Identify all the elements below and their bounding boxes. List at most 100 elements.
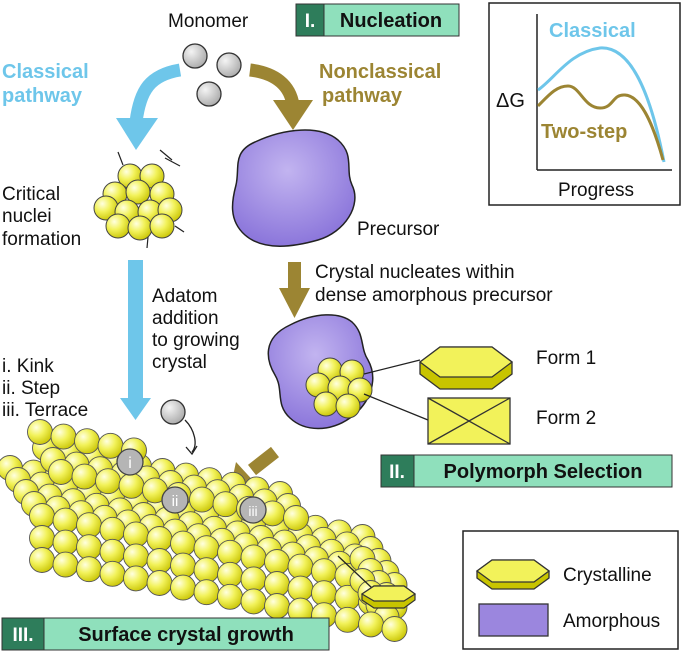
svg-text:i: i bbox=[128, 455, 132, 472]
surface-atom bbox=[52, 529, 79, 556]
form1-label: Form 1 bbox=[536, 348, 596, 369]
surface-atom bbox=[287, 575, 314, 602]
legend-label-amorphous: Amorphous bbox=[563, 611, 660, 632]
surface-atom bbox=[264, 571, 290, 597]
surface-atom bbox=[240, 566, 267, 593]
monomer-label: Monomer bbox=[168, 11, 249, 32]
classical-curved-arrow bbox=[116, 63, 182, 150]
precursor-label: Precursor bbox=[357, 219, 440, 240]
surface-atom bbox=[217, 583, 243, 610]
surface-atom bbox=[358, 611, 384, 638]
nonclassical-pathway-line2: pathway bbox=[322, 85, 403, 107]
form2-crystal-shape bbox=[427, 397, 511, 445]
critical-nuclei-line3: formation bbox=[2, 229, 81, 250]
surface-atom bbox=[193, 579, 220, 606]
polymorph-badge: II. Polymorph Selection bbox=[380, 454, 673, 488]
surface-atom bbox=[311, 580, 337, 607]
adatom-arrow bbox=[184, 419, 196, 453]
classical-curve bbox=[537, 46, 666, 163]
legend-label-crystalline: Crystalline bbox=[563, 565, 652, 586]
site-terrace: iii. Terrace bbox=[2, 400, 88, 421]
legend-item-amorphous: Amorphous bbox=[478, 603, 660, 637]
surface-atom bbox=[217, 539, 243, 566]
surface-atom bbox=[74, 428, 100, 455]
surface-atom bbox=[99, 538, 126, 565]
polymorph-number: II. bbox=[389, 462, 405, 483]
nonclassical-down-arrow bbox=[279, 262, 310, 318]
surface-atom bbox=[193, 557, 220, 584]
callout-line bbox=[337, 555, 373, 589]
surface-atom bbox=[217, 561, 243, 588]
nonclassical-pathway-line1: Nonclassical bbox=[319, 61, 441, 83]
nucleation-badge: I. Nucleation bbox=[295, 3, 460, 37]
surface-atom bbox=[52, 507, 79, 534]
surface-atom bbox=[189, 486, 215, 513]
surface-atom bbox=[264, 549, 290, 575]
form2-label: Form 2 bbox=[536, 408, 596, 429]
surface-atom bbox=[71, 463, 98, 490]
growth-badge: III. Surface crystal growth bbox=[1, 617, 330, 651]
growth-label: Surface crystal growth bbox=[78, 624, 294, 646]
surface-atom bbox=[311, 558, 337, 585]
critical-nuclei-line2: nuclei bbox=[2, 206, 52, 227]
adatom-line4: crystal bbox=[152, 352, 207, 373]
surface-atom bbox=[76, 512, 102, 539]
legend-item-crystalline: Crystalline bbox=[475, 559, 652, 590]
monomer-spheres bbox=[182, 43, 242, 107]
surface-atom bbox=[123, 565, 149, 592]
site-kink: i. Kink bbox=[2, 356, 54, 377]
crystal-nucleates-line2: dense amorphous precursor bbox=[315, 285, 553, 306]
surface-atom bbox=[264, 593, 290, 619]
precursor-blob bbox=[231, 129, 356, 247]
legend-swatch-amorphous bbox=[478, 603, 549, 637]
form1-crystal-shape bbox=[418, 346, 514, 390]
surface-atom bbox=[123, 521, 149, 548]
surface-atom bbox=[95, 468, 121, 495]
nucleation-number: I. bbox=[305, 11, 316, 32]
surface-atom bbox=[170, 552, 196, 579]
surface-atom bbox=[118, 472, 145, 499]
classical-down-arrow bbox=[120, 260, 151, 420]
site-marker-step: ii bbox=[161, 486, 189, 514]
crystal-nucleates-line1: Crystal nucleates within bbox=[315, 262, 515, 283]
small-hexagon-crystal bbox=[360, 585, 417, 609]
surface-atom bbox=[170, 530, 196, 557]
form1-connector bbox=[363, 359, 421, 375]
surface-atom bbox=[29, 547, 55, 573]
classical-pathway-line2: pathway bbox=[2, 85, 83, 107]
surface-atom bbox=[287, 553, 314, 580]
inset-xlabel: Progress bbox=[558, 180, 634, 201]
two-step-curve bbox=[536, 84, 665, 161]
surface-atom bbox=[76, 534, 102, 561]
energy-profile-inset: Classical Two-step ΔG Progress bbox=[488, 2, 681, 206]
surface-atom bbox=[50, 423, 77, 450]
critical-nuclei-line1: Critical bbox=[2, 184, 60, 205]
surface-atom bbox=[146, 570, 173, 596]
surface-crystal-slab bbox=[0, 419, 408, 642]
growth-number: III. bbox=[12, 625, 33, 646]
site-marker-terrace: iii bbox=[239, 496, 267, 524]
surface-atom bbox=[29, 503, 55, 529]
adatom-line3: to growing bbox=[152, 330, 240, 351]
surface-atom bbox=[381, 616, 408, 642]
site-step: ii. Step bbox=[2, 378, 60, 399]
nucleation-label: Nucleation bbox=[340, 10, 442, 32]
surface-atom bbox=[170, 574, 196, 601]
surface-atom bbox=[27, 419, 53, 445]
surface-atom bbox=[334, 606, 361, 633]
inset-classical-label: Classical bbox=[549, 20, 636, 42]
surface-atom bbox=[76, 556, 102, 583]
surface-atom bbox=[146, 526, 173, 552]
embedded-crystal-nucleus bbox=[305, 357, 373, 419]
surface-atom bbox=[48, 459, 74, 485]
form2-connector bbox=[363, 393, 429, 421]
classical-pathway-line1: Classical bbox=[2, 61, 89, 83]
surface-atom bbox=[52, 551, 79, 578]
critical-nucleus-cluster bbox=[93, 149, 185, 249]
surface-atom bbox=[240, 588, 267, 615]
adatom-sphere bbox=[160, 399, 186, 425]
site-marker-kink: i bbox=[116, 448, 144, 476]
surface-atom bbox=[99, 560, 126, 587]
inset-two-step-label: Two-step bbox=[541, 121, 627, 143]
